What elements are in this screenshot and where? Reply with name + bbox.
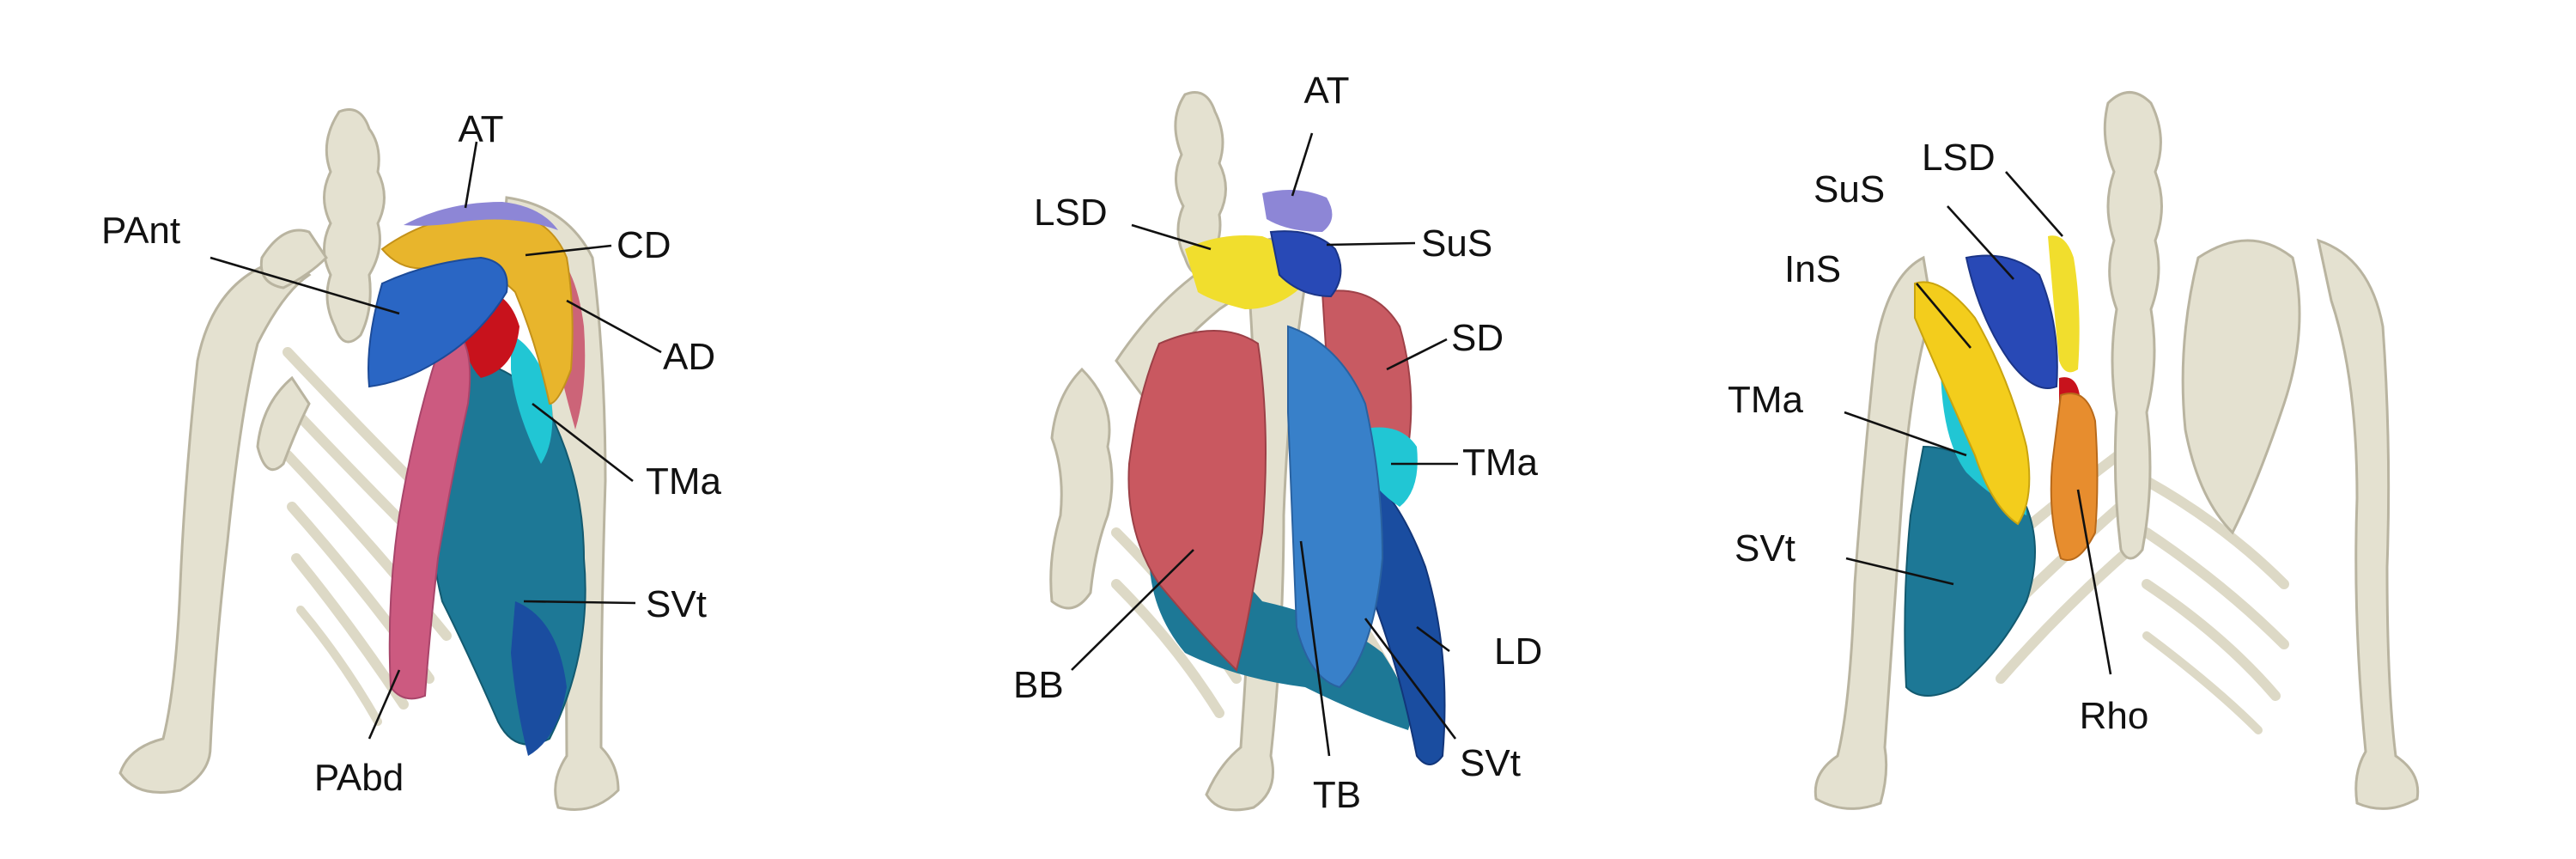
left-labels: AT PAnt CD AD TMa SVt PAbd <box>101 108 722 799</box>
leader-SD <box>1386 338 1448 371</box>
left-muscles <box>368 202 586 756</box>
left-muscle-LD <box>511 601 567 756</box>
label-AT: AT <box>1304 70 1350 112</box>
leader-TMa <box>532 402 634 483</box>
leader-SVt <box>1845 557 1954 586</box>
label-SVt: SVt <box>1735 527 1795 570</box>
left-view: AT PAnt CD AD TMa SVt PAbd <box>101 108 722 811</box>
leader-LSD <box>2005 171 2063 237</box>
middle-sternum-bone <box>1049 367 1114 610</box>
middle-muscle-TB <box>1287 325 1384 689</box>
leader-SVt <box>523 600 636 605</box>
label-BB: BB <box>1013 664 1064 706</box>
leader-LSD <box>1131 223 1212 251</box>
leader-TB <box>1299 540 1331 757</box>
leader-PAbd <box>368 669 401 740</box>
right-view: SuS LSD InS TMa SVt Rho <box>1728 91 2420 810</box>
middle-muscle-TMa <box>1361 427 1418 507</box>
leader-InS <box>1916 283 1971 349</box>
right-labels: SuS LSD InS TMa SVt Rho <box>1728 137 2148 737</box>
label-TB: TB <box>1313 774 1361 816</box>
right-skeleton <box>1814 91 2420 810</box>
left-muscle-PAbd <box>388 325 471 700</box>
right-muscle-LSD <box>2048 235 2080 373</box>
leader-AD <box>566 299 662 354</box>
label-InS: InS <box>1784 248 1841 290</box>
label-AD: AD <box>663 336 715 378</box>
label-Rho: Rho <box>2080 695 2149 737</box>
right-left-forelimb-bone <box>1814 255 1934 810</box>
label-TMa: TMa <box>1462 442 1539 484</box>
leader-PAnt <box>210 256 400 315</box>
leader-SuS <box>1326 241 1416 247</box>
middle-muscle-AT <box>1262 190 1333 232</box>
middle-muscle-SuS <box>1269 230 1342 298</box>
leader-TMa <box>1844 411 1967 457</box>
label-SuS: SuS <box>1814 168 1885 210</box>
left-sternum-bone <box>256 375 311 472</box>
label-AT: AT <box>459 108 504 150</box>
label-TMa: TMa <box>1728 379 1804 421</box>
leader-SuS <box>1947 205 2014 280</box>
right-scapula-bone <box>2181 239 2301 535</box>
leader-AT <box>1291 132 1314 197</box>
label-TMa: TMa <box>646 460 722 503</box>
label-SuS: SuS <box>1421 222 1492 265</box>
label-SD: SD <box>1451 317 1504 359</box>
middle-muscle-BB <box>1127 330 1267 672</box>
right-spine-bone <box>2103 91 2163 560</box>
right-muscle-Rho <box>2050 393 2099 561</box>
right-muscles <box>1904 235 2099 697</box>
left-spine-bone <box>323 108 386 344</box>
leader-Rho <box>2076 489 2112 675</box>
left-vertebra-process <box>259 228 328 289</box>
leader-SVt <box>1364 618 1457 740</box>
left-humerus-bone <box>118 256 312 794</box>
right-muscle-SuS <box>1965 254 2058 389</box>
label-LSD: LSD <box>1034 192 1108 234</box>
middle-view: AT LSD SuS SD TMa BB LD TB SVt <box>1013 70 1542 816</box>
left-muscle-AT <box>404 202 558 230</box>
label-SVt: SVt <box>1460 742 1521 784</box>
leader-CD <box>525 244 612 257</box>
middle-labels: AT LSD SuS SD TMa BB LD TB SVt <box>1013 70 1542 816</box>
label-PAnt: PAnt <box>101 210 180 252</box>
leader-LD <box>1416 625 1450 653</box>
leader-AT <box>464 141 478 209</box>
label-SVt: SVt <box>646 583 707 625</box>
right-muscle-InS <box>1914 281 2031 526</box>
left-muscle-PAnt <box>368 256 508 388</box>
label-LD: LD <box>1494 631 1542 673</box>
leader-BB <box>1071 549 1194 671</box>
left-muscle-TMa <box>511 335 553 464</box>
right-right-forelimb-bone <box>2316 238 2420 810</box>
middle-muscles <box>1127 190 1446 765</box>
label-LSD: LSD <box>1922 137 1996 179</box>
middle-leaders <box>1071 132 1458 757</box>
label-PAbd: PAbd <box>314 757 404 799</box>
label-CD: CD <box>617 224 671 266</box>
left-leaders <box>210 141 662 740</box>
right-leaders <box>1844 171 2112 675</box>
